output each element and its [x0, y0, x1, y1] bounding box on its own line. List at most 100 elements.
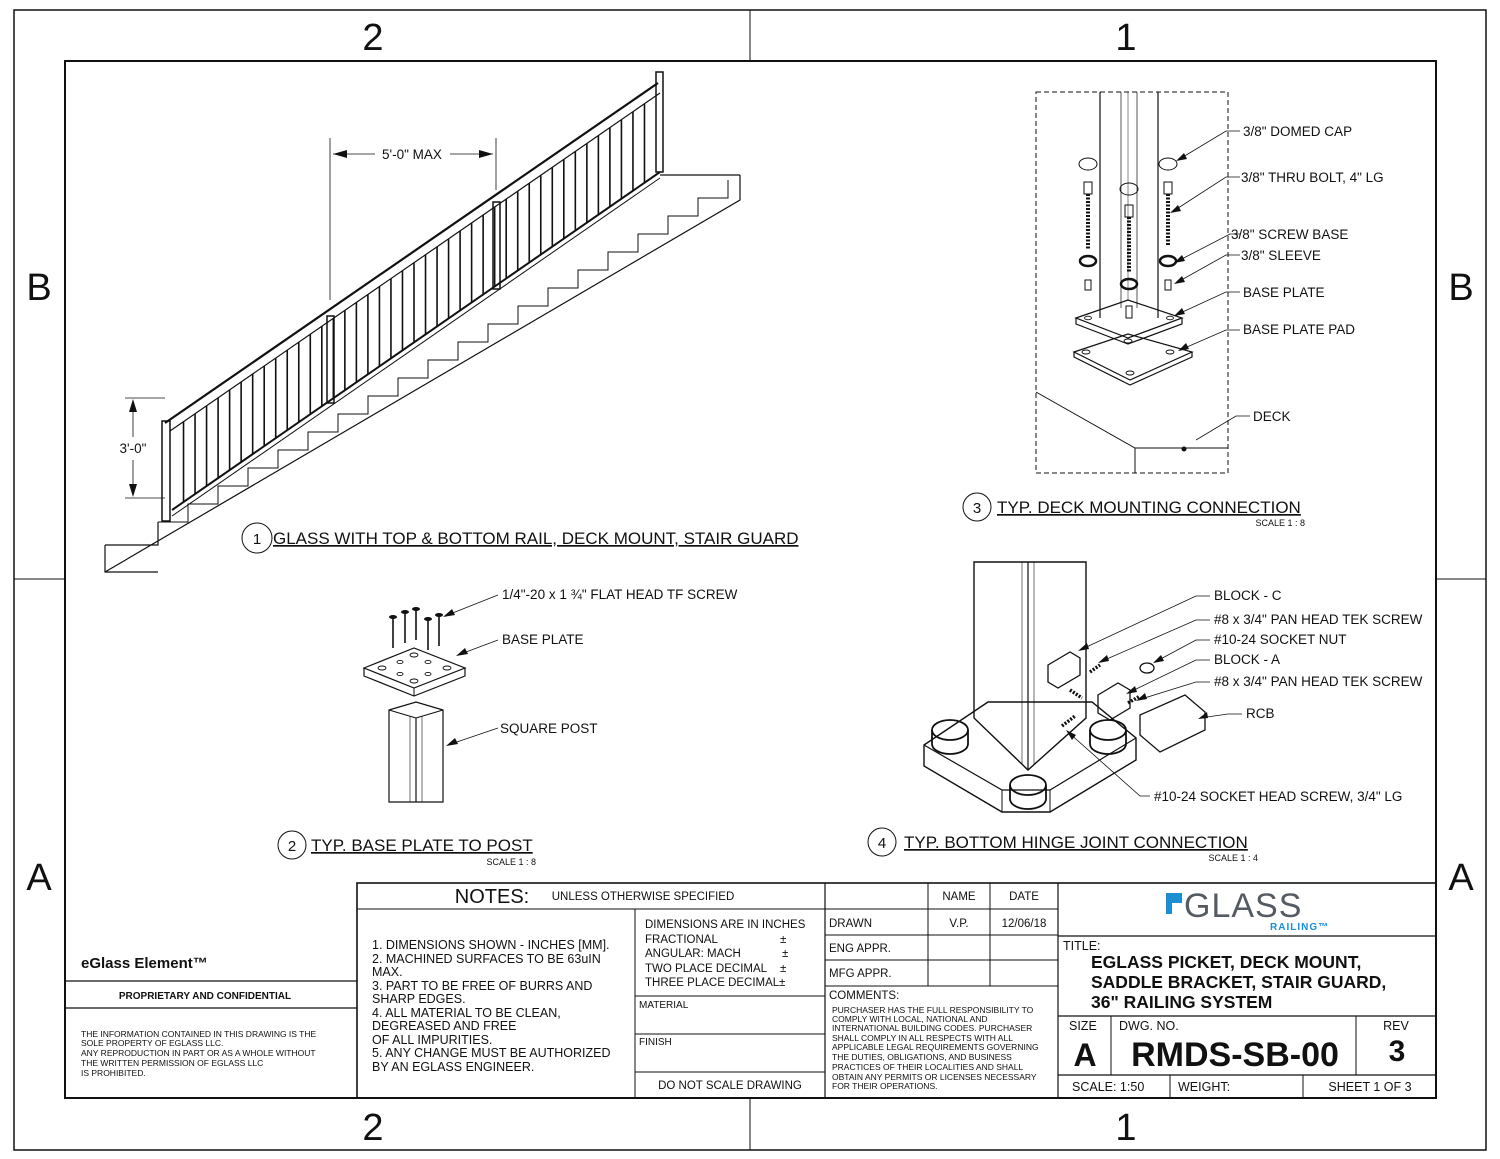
- dwg-no-label: DWG. NO.: [1119, 1019, 1179, 1033]
- svg-text:BY AN EGLASS ENGINEER.: BY AN EGLASS ENGINEER.: [372, 1060, 534, 1074]
- drawn-name: V.P.: [949, 918, 968, 930]
- svg-text:SOLE PROPERTY OF EGLASS LLC.: SOLE PROPERTY OF EGLASS LLC.: [81, 1038, 223, 1048]
- svg-text:COMPLY WITH LOCAL, NATIONAL AN: COMPLY WITH LOCAL, NATIONAL AND: [832, 1014, 988, 1024]
- label-socket-nut: #10-24 SOCKET NUT: [1214, 632, 1347, 647]
- svg-text:±: ±: [779, 977, 785, 989]
- notes-heading: NOTES:: [455, 886, 529, 908]
- drawn-date: 12/06/18: [1002, 918, 1047, 930]
- svg-text:OBTAIN ANY PERMITS OR LICENSES: OBTAIN ANY PERMITS OR LICENSES NECESSARY: [832, 1072, 1037, 1082]
- svg-text:THE WRITTEN PERMISSION OF EGLA: THE WRITTEN PERMISSION OF EGLASS LLC: [81, 1058, 263, 1068]
- svg-text:FOR THEIR OPERATIONS.: FOR THEIR OPERATIONS.: [832, 1081, 937, 1091]
- size-label: SIZE: [1069, 1019, 1097, 1033]
- label-block-a: BLOCK - A: [1214, 652, 1280, 667]
- finish-label: FINISH: [639, 1037, 672, 1048]
- view-2-base-plate-to-post: 1/4"-20 x 1 ¾" FLAT HEAD TF SCREW BASE P…: [277, 587, 738, 867]
- svg-text:SHALL COMPLY IN ALL RESPECTS W: SHALL COMPLY IN ALL RESPECTS WITH ALL: [832, 1033, 1013, 1043]
- zone-label-left-b: B: [26, 267, 51, 309]
- zone-label-top-1: 1: [1115, 17, 1136, 59]
- label-thru-bolt: 3/8" THRU BOLT, 4" LG: [1241, 170, 1384, 185]
- svg-text:THE DUTIES, OBLIGATIONS, AND B: THE DUTIES, OBLIGATIONS, AND BUSINESS: [832, 1052, 1012, 1062]
- svg-text:3. PART TO BE FREE OF BURRS AN: 3. PART TO BE FREE OF BURRS AND: [372, 979, 592, 993]
- legal-text: THE INFORMATION CONTAINED IN THIS DRAWIN…: [81, 1029, 317, 1078]
- svg-text:±: ±: [780, 963, 786, 975]
- mfg-appr-label: MFG APPR.: [829, 968, 892, 980]
- eng-appr-label: ENG APPR.: [829, 943, 891, 955]
- label-rcb: RCB: [1246, 706, 1275, 721]
- view-3-number: 3: [973, 500, 981, 517]
- dwg-no-value: RMDS-SB-00: [1131, 1036, 1339, 1074]
- view-1-stair-guard: 5'-0" MAX 3'-0" 1 GLASS WITH TOP & BOTTO…: [104, 71, 799, 573]
- title-line-2: SADDLE BRACKET, STAIR GUARD,: [1091, 972, 1386, 992]
- weight-label: WEIGHT:: [1178, 1080, 1230, 1094]
- svg-text:5. ANY CHANGE MUST BE AUTHORIZ: 5. ANY CHANGE MUST BE AUTHORIZED: [372, 1046, 610, 1060]
- label-pan-head-screw-2: #8 x 3/4" PAN HEAD TEK SCREW: [1214, 674, 1423, 689]
- label-socket-head-screw: #10-24 SOCKET HEAD SCREW, 3/4" LG: [1154, 789, 1402, 804]
- label-flat-head-screw: 1/4"-20 x 1 ¾" FLAT HEAD TF SCREW: [502, 587, 738, 602]
- view-2-scale: SCALE 1 : 8: [486, 857, 536, 867]
- svg-text:±: ±: [782, 948, 788, 960]
- svg-text:DIMENSIONS ARE IN INCHES: DIMENSIONS ARE IN INCHES: [645, 919, 806, 931]
- zone-label-top-2: 2: [362, 17, 383, 59]
- view-3-scale: SCALE 1 : 8: [1255, 518, 1305, 528]
- label-deck: DECK: [1253, 409, 1291, 424]
- svg-text:PURCHASER HAS THE FULL RESPONS: PURCHASER HAS THE FULL RESPONSIBILITY TO: [832, 1005, 1034, 1015]
- svg-text:TWO PLACE DECIMAL: TWO PLACE DECIMAL: [645, 963, 768, 975]
- product-name: eGlass Element™: [81, 955, 208, 972]
- eglass-logo: GLASS RAILING™: [1166, 887, 1329, 933]
- title-label: TITLE:: [1063, 939, 1101, 953]
- zone-label-bottom-1: 1: [1115, 1107, 1136, 1149]
- svg-text:4. ALL MATERIAL TO BE CLEAN,: 4. ALL MATERIAL TO BE CLEAN,: [372, 1006, 561, 1020]
- zone-label-bottom-2: 2: [362, 1107, 383, 1149]
- svg-text:THE INFORMATION CONTAINED IN T: THE INFORMATION CONTAINED IN THIS DRAWIN…: [81, 1029, 317, 1039]
- inner-border: [64, 60, 1437, 1099]
- dim-5ft-max: 5'-0" MAX: [382, 147, 442, 162]
- view-4-bottom-hinge: BLOCK - C #8 x 3/4" PAN HEAD TEK SCREW #…: [867, 561, 1423, 863]
- svg-text:1. DIMENSIONS SHOWN - INCHES [: 1. DIMENSIONS SHOWN - INCHES [MM].: [372, 938, 610, 952]
- svg-text:RAILING™: RAILING™: [1270, 922, 1329, 933]
- svg-text:IS PROHIBITED.: IS PROHIBITED.: [81, 1068, 146, 1078]
- label-screw-base: 3/8" SCREW BASE: [1231, 227, 1348, 242]
- svg-text:APPLICABLE LEGAL REQUIREMENTS: APPLICABLE LEGAL REQUIREMENTS GOVERNING: [832, 1042, 1039, 1052]
- size-value: A: [1073, 1037, 1096, 1073]
- view-4-caption: TYP. BOTTOM HINGE JOINT CONNECTION: [904, 833, 1248, 852]
- svg-text:INTERNATIONAL BUILDING CODES.: INTERNATIONAL BUILDING CODES. PURCHASER: [832, 1023, 1032, 1033]
- scale-value: SCALE: 1:50: [1072, 1080, 1144, 1094]
- view-1-caption: GLASS WITH TOP & BOTTOM RAIL, DECK MOUNT…: [273, 529, 799, 548]
- label-square-post: SQUARE POST: [500, 721, 598, 736]
- svg-text:MAX.: MAX.: [372, 965, 403, 979]
- zone-label-left-a: A: [26, 857, 52, 899]
- rev-value: 3: [1389, 1035, 1406, 1068]
- label-sleeve: 3/8" SLEEVE: [1241, 248, 1321, 263]
- view-2-number: 2: [288, 838, 296, 855]
- title-block: eGlass Element™ PROPRIETARY AND CONFIDEN…: [65, 882, 1437, 1099]
- notes-subheading: UNLESS OTHERWISE SPECIFIED: [552, 891, 735, 903]
- drawn-label: DRAWN: [829, 918, 872, 930]
- view-4-number: 4: [878, 835, 886, 852]
- date-header: DATE: [1009, 891, 1039, 903]
- proprietary-label: PROPRIETARY AND CONFIDENTIAL: [119, 991, 291, 1002]
- view-2-caption: TYP. BASE PLATE TO POST: [311, 836, 533, 855]
- label-base-plate-v3: BASE PLATE: [1243, 285, 1325, 300]
- label-block-c: BLOCK - C: [1214, 588, 1282, 603]
- svg-text:PRACTICES OF THEIR LOCALITIES: PRACTICES OF THEIR LOCALITIES AND SHALL: [832, 1062, 1023, 1072]
- label-base-plate-pad: BASE PLATE PAD: [1243, 322, 1355, 337]
- tolerances: DIMENSIONS ARE IN INCHES FRACTIONAL ANGU…: [645, 919, 806, 989]
- label-domed-cap: 3/8" DOMED CAP: [1243, 124, 1352, 139]
- svg-text:DEGREASED AND FREE: DEGREASED AND FREE: [372, 1019, 516, 1033]
- zone-label-right-a: A: [1448, 857, 1474, 899]
- zone-label-right-b: B: [1448, 267, 1473, 309]
- svg-text:GLASS: GLASS: [1184, 887, 1302, 925]
- label-base-plate-v2: BASE PLATE: [502, 632, 584, 647]
- svg-text:2. MACHINED SURFACES TO BE 63u: 2. MACHINED SURFACES TO BE 63uIN: [372, 952, 601, 966]
- svg-text:±: ±: [780, 934, 786, 946]
- svg-text:FRACTIONAL: FRACTIONAL: [645, 934, 718, 946]
- svg-text:OF ALL IMPURITIES.: OF ALL IMPURITIES.: [372, 1033, 492, 1047]
- comments-label: COMMENTS:: [829, 990, 899, 1002]
- title-line-1: EGLASS PICKET, DECK MOUNT,: [1091, 952, 1361, 972]
- do-not-scale: DO NOT SCALE DRAWING: [658, 1080, 802, 1092]
- svg-text:THREE PLACE DECIMAL: THREE PLACE DECIMAL: [645, 977, 780, 989]
- label-pan-head-screw-1: #8 x 3/4" PAN HEAD TEK SCREW: [1214, 612, 1423, 627]
- dim-3ft: 3'-0": [120, 441, 147, 456]
- name-header: NAME: [942, 891, 976, 903]
